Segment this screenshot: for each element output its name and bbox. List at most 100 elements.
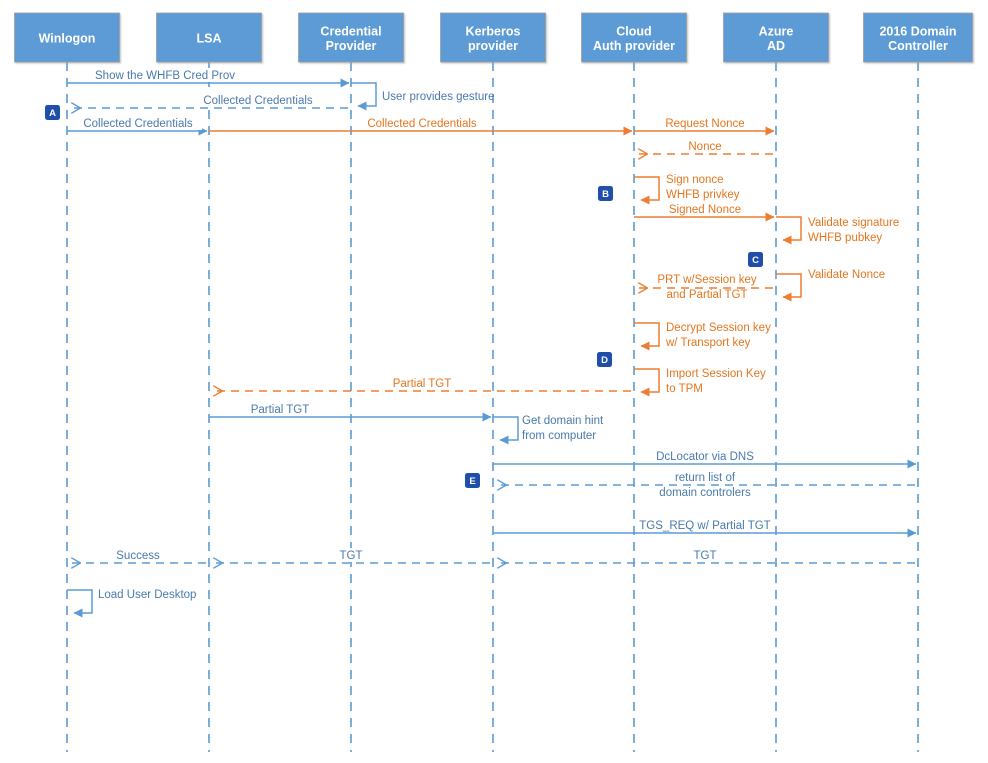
label-backdrop — [95, 68, 235, 82]
label-backdrop — [652, 449, 758, 463]
actor-header-winlogon[interactable]: Winlogon — [14, 12, 120, 63]
self-message-arrow — [493, 416, 519, 445]
message-m21: TGT — [213, 548, 490, 563]
message-label: Nonce — [688, 141, 721, 153]
label-backdrop — [387, 376, 457, 390]
message-m4a: Collected Credentials — [67, 116, 208, 136]
lifelines-layer — [66, 62, 919, 752]
message-label: Success — [116, 550, 160, 562]
message-m10: Validate Nonce — [776, 269, 885, 302]
badge-letter: D — [601, 355, 608, 366]
message-label: TGS_REQ w/ Partial TGT — [639, 520, 770, 532]
step-badge-d[interactable]: D — [597, 352, 612, 367]
actor-box — [440, 12, 546, 63]
message-m23: Load User Desktop — [67, 589, 196, 618]
message-label: Request Nonce — [665, 118, 744, 130]
message-label: Show the WHFB Cred Prov — [95, 70, 235, 82]
badge-letter: A — [49, 108, 56, 119]
self-message-arrow — [776, 273, 802, 302]
actor-box — [581, 12, 687, 63]
label-backdrop — [194, 93, 322, 107]
actor-box — [14, 12, 120, 63]
self-message-arrow — [634, 368, 660, 397]
step-badge-e[interactable]: E — [465, 473, 480, 488]
self-message-arrow — [351, 82, 377, 111]
message-m14: Partial TGT — [213, 376, 631, 391]
label-backdrop — [638, 518, 772, 532]
message-m8: Signed Nonce — [634, 202, 775, 222]
message-label: Collected Credentials — [367, 118, 477, 130]
badge-letter: E — [469, 476, 475, 487]
label-backdrop — [687, 139, 723, 153]
badge-box — [748, 252, 763, 267]
message-label: Collected Credentials — [203, 95, 313, 107]
message-label: Load User Desktop — [98, 589, 196, 601]
actor-box — [863, 12, 973, 63]
label-backdrop — [339, 548, 363, 562]
self-message-arrow — [67, 589, 93, 618]
step-badge-c[interactable]: C — [748, 252, 763, 267]
label-backdrop — [667, 202, 743, 216]
step-badges-layer: A B C D E — [45, 105, 763, 488]
self-message-arrow — [634, 176, 660, 205]
badge-box — [598, 186, 613, 201]
message-m19: TGS_REQ w/ Partial TGT — [493, 518, 917, 538]
label-backdrop — [358, 116, 486, 130]
badge-box — [45, 105, 60, 120]
badge-letter: C — [752, 255, 759, 266]
message-label: DcLocator via DNS — [656, 451, 754, 463]
message-m5: Request Nonce — [634, 116, 775, 136]
actor-label: LSA — [197, 32, 222, 46]
label-backdrop — [245, 402, 315, 416]
label-backdrop — [74, 116, 202, 130]
step-badge-a[interactable]: A — [45, 105, 60, 120]
actor-box — [723, 12, 829, 63]
self-message-arrow — [634, 322, 660, 351]
message-m20: TGT — [497, 548, 915, 563]
message-m2: Collected Credentials — [71, 93, 348, 108]
message-label: TGT — [694, 550, 717, 562]
message-m17: DcLocator via DNS — [493, 449, 917, 469]
label-backdrop — [114, 548, 162, 562]
self-message-arrow — [776, 216, 802, 245]
badge-box — [597, 352, 612, 367]
step-badge-b[interactable]: B — [598, 186, 613, 201]
message-m1: Show the WHFB Cred Prov — [67, 68, 350, 88]
actor-box — [298, 12, 404, 63]
actor-header-lsa[interactable]: LSA — [156, 12, 262, 63]
badge-box — [465, 473, 480, 488]
message-label: Partial TGT — [393, 378, 452, 390]
label-backdrop — [652, 470, 758, 484]
message-m22: Success — [71, 548, 206, 563]
label-backdrop — [654, 272, 760, 286]
badge-letter: B — [602, 189, 609, 200]
message-label: Collected Credentials — [83, 118, 193, 130]
message-m3: User provides gesture — [351, 82, 495, 111]
